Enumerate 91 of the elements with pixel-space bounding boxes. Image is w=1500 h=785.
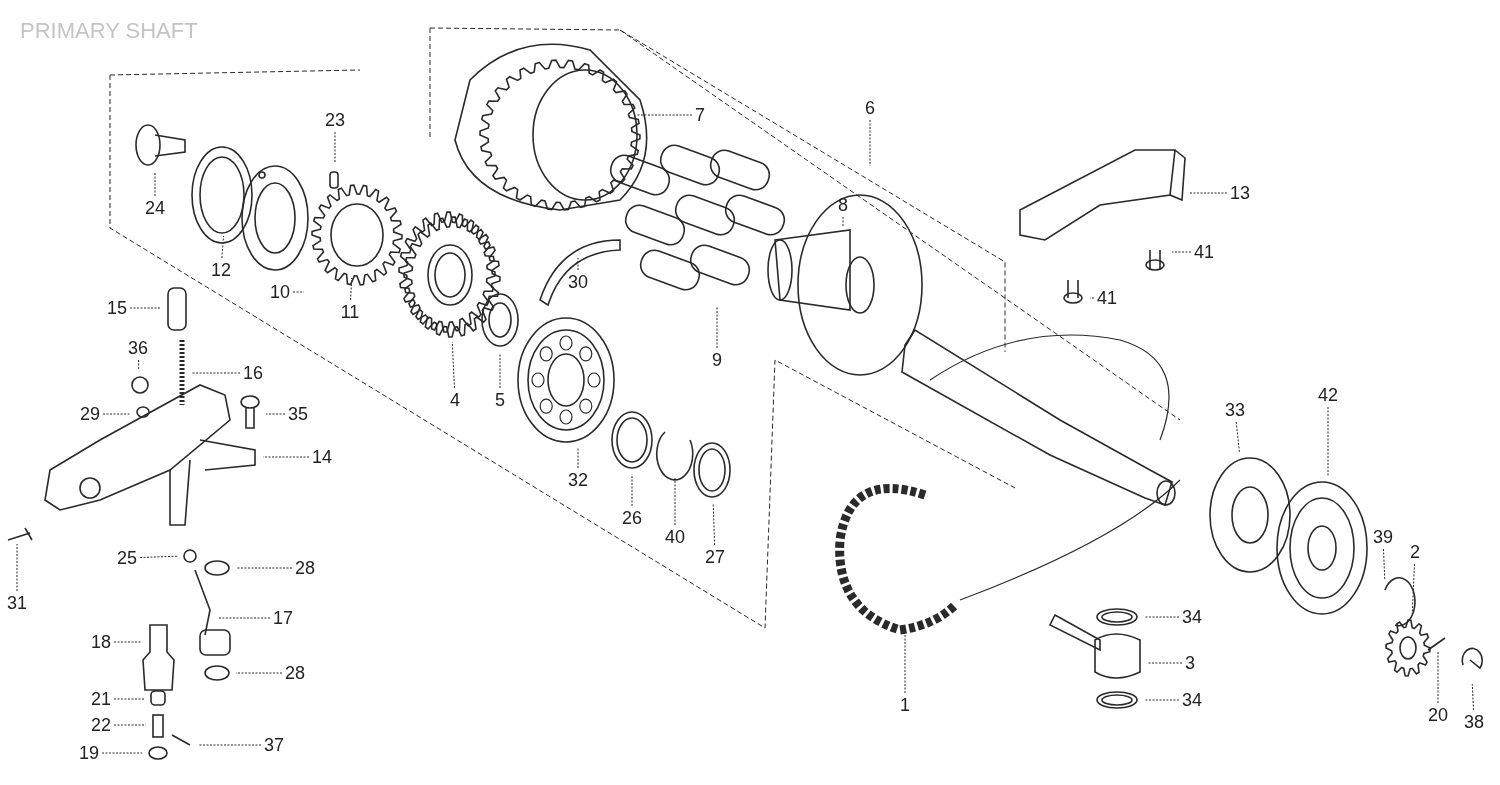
leader-line: [869, 119, 871, 167]
leader-line: [154, 171, 156, 197]
leader-line: [577, 447, 579, 469]
callout-number: 30: [567, 272, 589, 292]
callout-number: 1: [899, 695, 911, 715]
leader-line: [674, 477, 676, 526]
leader-line: [1235, 421, 1240, 453]
callout-number: 42: [1317, 385, 1339, 405]
callout-number: 20: [1427, 705, 1449, 725]
leader-line: [1189, 192, 1228, 194]
leader-line: [129, 307, 161, 309]
leader-line: [1143, 699, 1180, 701]
callout-number: 16: [242, 363, 264, 383]
callout-number: 12: [210, 260, 232, 280]
callout-number: 22: [90, 715, 112, 735]
leader-line: [1089, 297, 1095, 299]
callout-number: 32: [567, 470, 589, 490]
leader-line: [577, 257, 579, 271]
callout-number: 24: [144, 198, 166, 218]
callout-number: 25: [116, 548, 138, 568]
leader-line: [350, 277, 353, 301]
callout-number: 17: [272, 608, 294, 628]
callout-number: 29: [79, 404, 101, 424]
leader-line: [113, 698, 145, 700]
leader-line: [716, 305, 718, 349]
callout-number: 11: [339, 302, 361, 322]
leader-line: [451, 341, 455, 389]
leader-line: [102, 413, 131, 415]
leader-line: [1327, 406, 1329, 477]
leader-line: [1143, 616, 1180, 618]
callout-number: 33: [1224, 400, 1246, 420]
leader-line: [1471, 683, 1474, 711]
leader-line: [217, 617, 271, 619]
callout-number: 7: [694, 105, 706, 125]
leader-line: [113, 724, 147, 726]
diagram-title: PRIMARY SHAFT: [20, 18, 198, 44]
callout-number: 10: [269, 282, 291, 302]
callout-number: 36: [127, 338, 149, 358]
leader-line: [221, 235, 225, 259]
callout-number: 39: [1372, 527, 1394, 547]
leader-line: [842, 216, 844, 227]
callout-number: 27: [704, 547, 726, 567]
leader-line: [265, 413, 286, 415]
leader-line: [1171, 251, 1192, 253]
leader-line: [139, 555, 178, 559]
leader-line: [191, 372, 241, 374]
leader-line: [635, 114, 693, 116]
callout-number: 3: [1184, 653, 1196, 673]
callout-number: 5: [494, 390, 506, 410]
callout-number: 6: [864, 98, 876, 118]
callout-number: 38: [1463, 712, 1485, 732]
leader-line: [334, 131, 336, 163]
callout-number: 8: [837, 195, 849, 215]
callout-number: 28: [294, 558, 316, 578]
callout-number: 34: [1181, 607, 1203, 627]
leader-line: [16, 543, 18, 592]
leader-line: [712, 502, 716, 546]
callout-number: 41: [1096, 288, 1118, 308]
leader-line: [113, 641, 143, 643]
leader-line: [262, 456, 310, 458]
callout-number: 34: [1181, 690, 1203, 710]
callout-number: 31: [6, 593, 28, 613]
leader-line: [1146, 662, 1183, 664]
callout-number: 26: [621, 508, 643, 528]
leader-line: [1411, 563, 1415, 615]
callout-number: 2: [1409, 542, 1421, 562]
callout-number: 37: [263, 735, 285, 755]
callout-number: 18: [90, 632, 112, 652]
callout-number: 28: [284, 663, 306, 683]
callout-number: 35: [287, 404, 309, 424]
leader-line: [904, 625, 906, 694]
callout-number: 21: [90, 689, 112, 709]
callout-number: 4: [449, 390, 461, 410]
leader-line: [292, 291, 305, 293]
callout-number: 40: [664, 527, 686, 547]
leader-line: [197, 744, 262, 746]
callout-number: 23: [324, 110, 346, 130]
callout-number: 14: [311, 447, 333, 467]
callout-number: 9: [711, 350, 723, 370]
leader-line: [235, 672, 283, 674]
leader-line: [631, 473, 633, 507]
leader-line: [137, 359, 140, 371]
callout-number: 15: [106, 298, 128, 318]
leader-line: [1437, 650, 1439, 704]
leader-line: [235, 567, 293, 569]
leader-line: [499, 352, 501, 389]
callout-number: 41: [1193, 242, 1215, 262]
leader-line: [1383, 548, 1386, 580]
callout-number: 13: [1229, 183, 1251, 203]
callout-number: 19: [78, 743, 100, 763]
leader-line: [101, 752, 143, 754]
